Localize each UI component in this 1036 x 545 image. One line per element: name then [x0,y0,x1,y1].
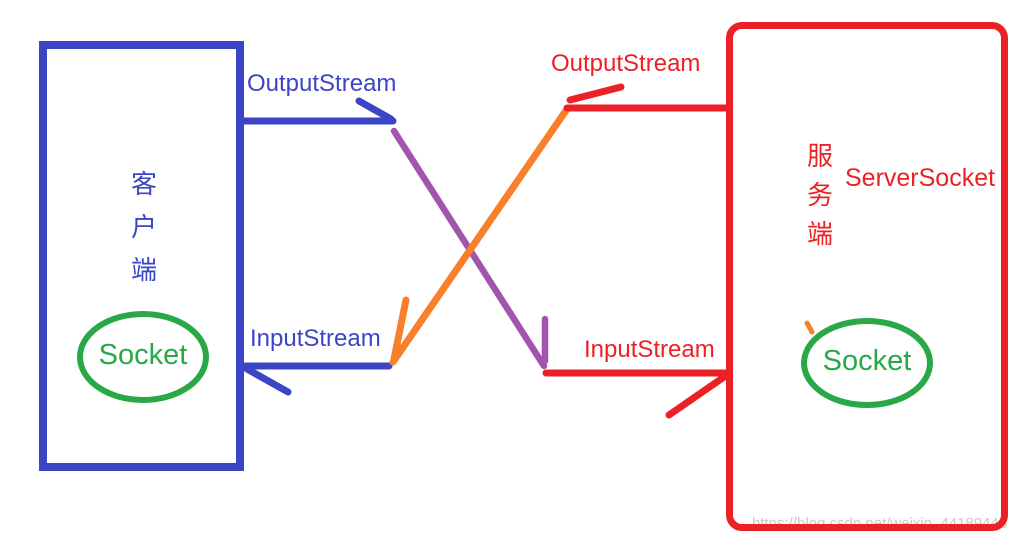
server-socket-title: ServerSocket [845,164,996,192]
client-input-stream-label: InputStream [250,325,381,352]
purple-flow-line [390,127,548,370]
client-socket-label: Socket [98,339,188,371]
server-output-arrow-barb [566,83,625,104]
client-box [39,41,244,471]
orange-flow-arrow-barb [390,296,410,363]
client-output-stream-label: OutputStream [247,70,397,97]
server-input-stream-label: InputStream [584,336,715,363]
client-output-arrow-barb [355,97,395,123]
server-socket-label: Socket [822,345,912,377]
server-socket-box [726,22,1008,531]
server-box-label: 服务端 [806,141,833,249]
server-input-arrow-barb [665,373,728,419]
server-output-stream-label: OutputStream [551,50,701,77]
orange-flow-line [389,105,571,366]
client-box-label: 客户端 [130,169,157,285]
client-input-arrow-barb [243,365,292,396]
